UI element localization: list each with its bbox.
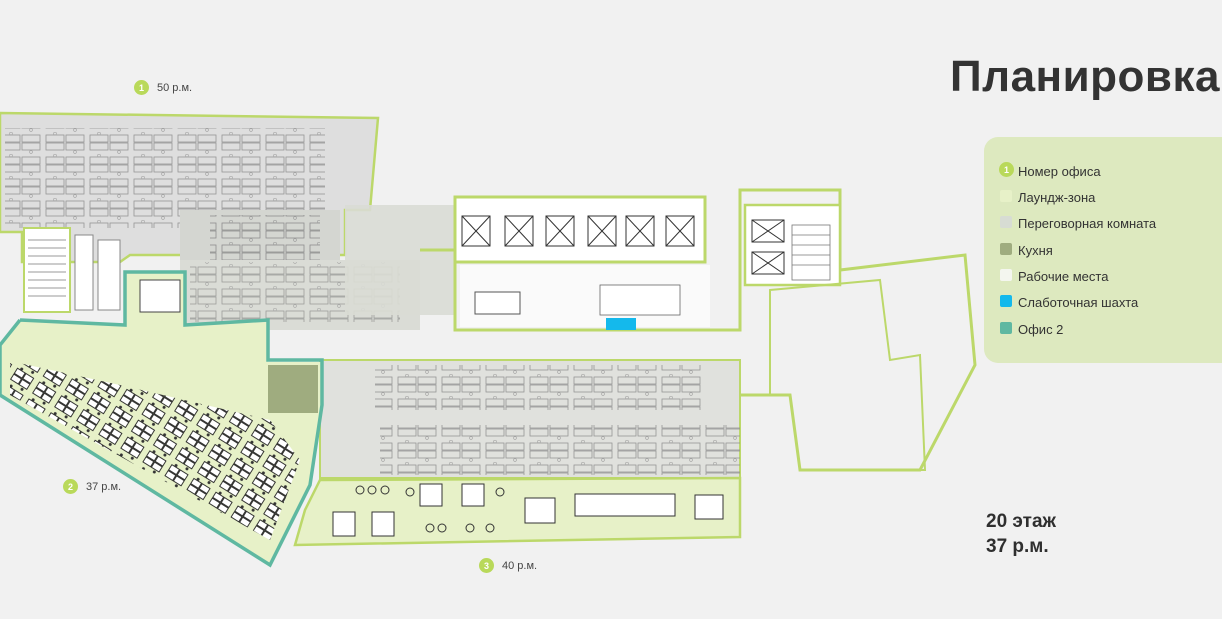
- legend-label: Кухня: [1018, 242, 1053, 258]
- legend-item-meeting: Переговорная комната: [1000, 213, 1157, 233]
- office-2-meeting: [139, 279, 181, 313]
- legend-label: Рабочие места: [1018, 268, 1109, 284]
- low-current-shaft: [606, 318, 636, 330]
- legend-item-kitchen: Кухня: [1000, 240, 1053, 260]
- legend-label: Лаундж-зона: [1018, 189, 1096, 205]
- office-3-label: 3 40 р.м.: [479, 558, 537, 573]
- legend-swatch: [1000, 295, 1012, 307]
- office-places: 40 р.м.: [502, 559, 538, 572]
- page-title: Планировка: [950, 52, 1220, 101]
- right-stairs: [791, 224, 831, 281]
- lift-left-1: [74, 234, 94, 311]
- office-places: 37 р.м.: [86, 480, 122, 493]
- stairs-left: [23, 227, 71, 313]
- legend-label: Переговорная комната: [1018, 215, 1157, 231]
- middle-desks-1: [375, 365, 705, 410]
- floor-places: 37 р.м.: [986, 536, 1049, 557]
- office-1-label: 1 50 р.м.: [134, 80, 192, 95]
- office-number-badge: 1: [999, 162, 1014, 177]
- right-wing: [769, 278, 927, 471]
- legend-swatch: [1000, 322, 1012, 334]
- legend-item-office-2: Офис 2: [1000, 319, 1064, 339]
- middle-desks-2: [380, 425, 740, 475]
- legend-panel: 1 Номер офиса Лаундж-зона Переговорная к…: [984, 137, 1222, 363]
- stairs-left-treads: [28, 239, 66, 297]
- legend-swatch: [1000, 216, 1012, 228]
- office-3-furniture: [332, 483, 724, 537]
- legend-item-lounge: Лаундж-зона: [1000, 187, 1096, 207]
- lounge-chairs-hall: [599, 284, 681, 316]
- legend-swatch: [1000, 269, 1012, 281]
- legend-swatch: [1000, 243, 1012, 255]
- office-3-chairs: [355, 485, 505, 533]
- office-number-badge: 3: [479, 558, 494, 573]
- office-number-badge: 2: [63, 479, 78, 494]
- elevator-shafts: [461, 215, 695, 247]
- floor-level: 20 этаж: [986, 511, 1056, 532]
- legend-label: Слаботочная шахта: [1018, 294, 1139, 310]
- office-2-label: 2 37 р.м.: [63, 479, 121, 494]
- legend-item-office-number: 1 Номер офиса: [999, 161, 1101, 181]
- legend-swatch: [1000, 190, 1012, 202]
- legend-item-shaft: Слаботочная шахта: [1000, 292, 1139, 312]
- office-number-badge: 1: [134, 80, 149, 95]
- core-block: [345, 205, 455, 315]
- office-2-kitchen: [268, 365, 318, 413]
- office-2-outline: [0, 270, 324, 568]
- floor-info: 20 этаж 37 р.м.: [986, 509, 1056, 559]
- lift-left-2: [97, 239, 121, 311]
- legend-item-workplaces: Рабочие места: [1000, 266, 1109, 286]
- legend-label: Офис 2: [1018, 321, 1064, 337]
- reception-desk: [474, 291, 521, 315]
- elevator-core: [453, 195, 707, 264]
- legend-label: Номер офиса: [1018, 163, 1101, 179]
- office-1-desks-2: [210, 215, 320, 260]
- office-places: 50 р.м.: [157, 81, 193, 94]
- right-lifts: [751, 219, 785, 275]
